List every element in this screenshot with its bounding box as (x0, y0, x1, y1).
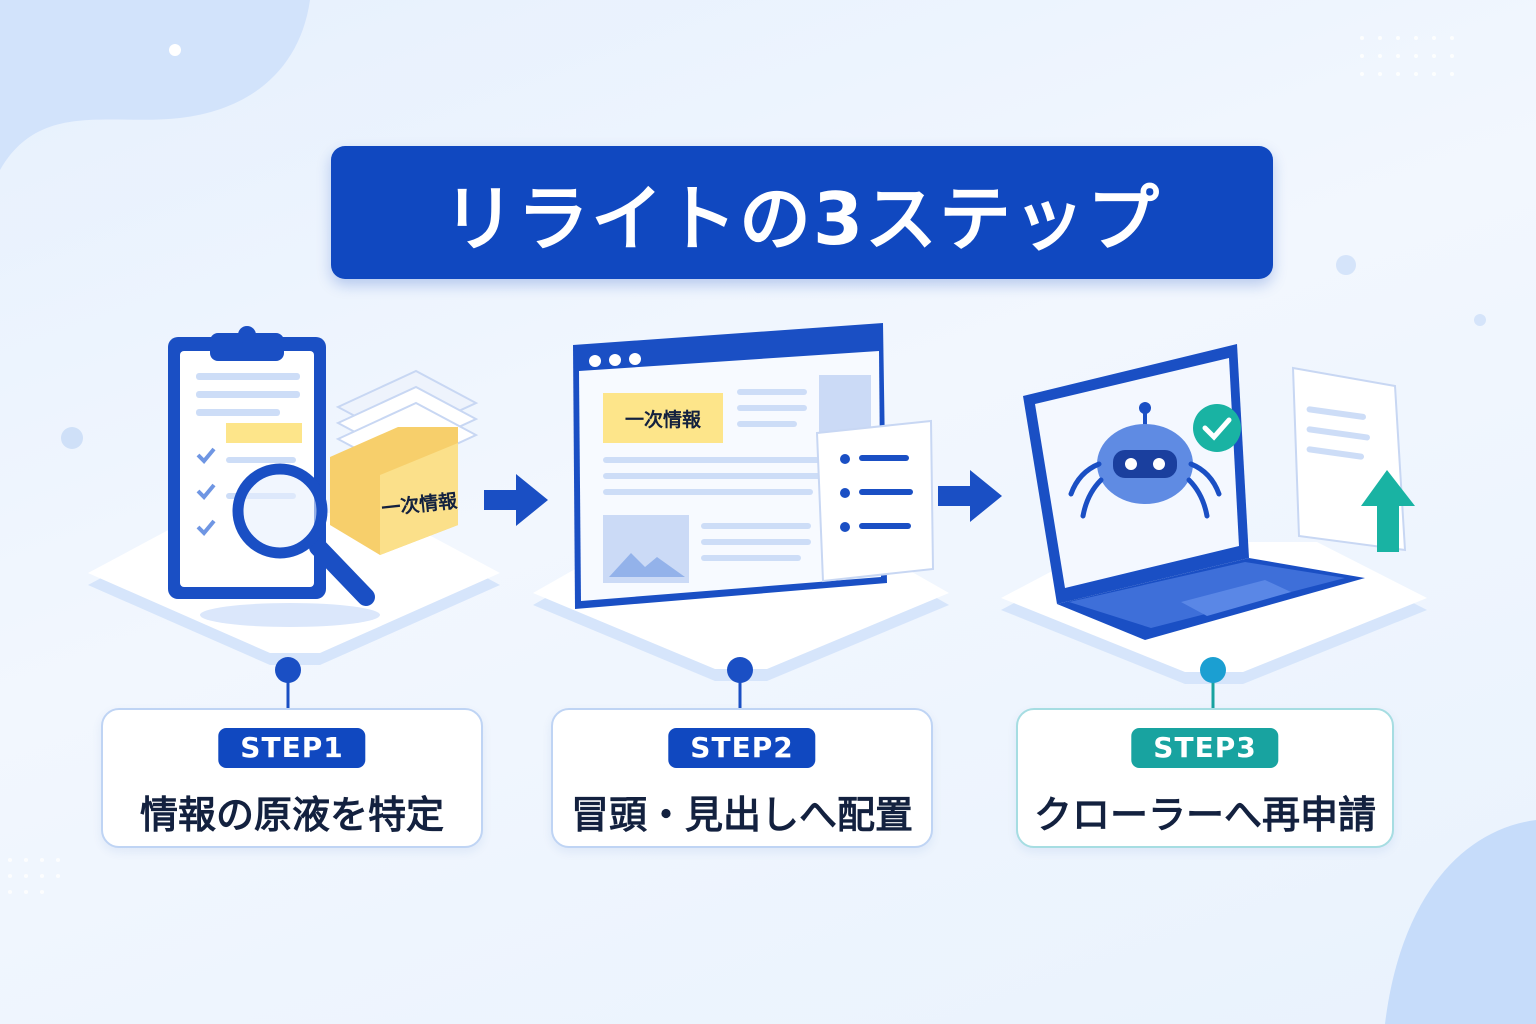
robot-crawler-icon (1068, 402, 1222, 519)
step3-connector (1200, 657, 1226, 710)
step1-connector (275, 657, 301, 710)
magnifier-icon (200, 463, 380, 627)
step2-card: STEP2 冒頭・見出しへ配置 (551, 708, 933, 848)
step2-tag-text: 一次情報 (625, 408, 702, 431)
step3-badge: STEP3 (1131, 728, 1279, 768)
upload-arrow-icon (1361, 470, 1415, 552)
arrow-right-icon-2 (938, 470, 1002, 522)
step1-badge: STEP1 (218, 728, 366, 768)
check-icon (1193, 404, 1241, 452)
upload-document-icon (1291, 366, 1415, 552)
step2-label: 冒頭・見出しへ配置 (570, 793, 913, 837)
clipboard-icon (168, 326, 326, 599)
step3-card: STEP3 クローラーへ再申請 (1016, 708, 1394, 848)
arrow-right-icon-1 (484, 474, 548, 526)
list-document-icon (815, 419, 935, 583)
step2-badge: STEP2 (668, 728, 816, 768)
step3-label: クローラーへ再申請 (1033, 793, 1376, 837)
step1-illustration: 一次情報 (88, 326, 500, 665)
title-banner: リライトの3ステップ (331, 146, 1273, 279)
step2-illustration: 一次情報 (533, 323, 949, 681)
step1-card: STEP1 情報の原液を特定 (101, 708, 483, 848)
document-box-icon: 一次情報 (330, 369, 479, 555)
page-title: リライトの3ステップ (442, 177, 1162, 261)
step3-illustration (1001, 344, 1427, 684)
browser-window-icon: 一次情報 (573, 323, 887, 609)
step1-label: 情報の原液を特定 (139, 793, 444, 837)
step2-connector (727, 657, 753, 710)
